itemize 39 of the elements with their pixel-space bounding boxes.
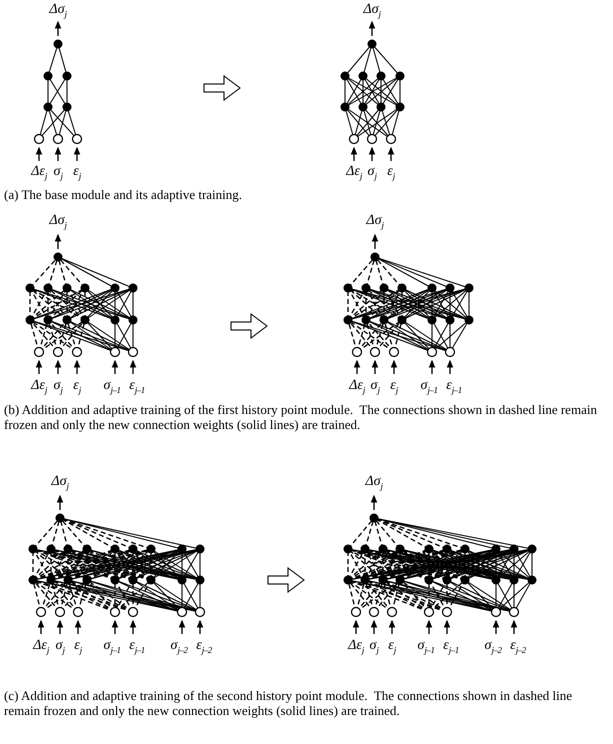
- symbol-label: Δε$_{j}$: [348, 638, 364, 657]
- symbol-label: ε$_{j–1}$: [129, 378, 145, 397]
- symbol-label: σ$_{j–2}$: [170, 638, 188, 657]
- symbol-label: ε$_{j–1}$: [129, 638, 145, 657]
- symbol-label: ε$_{j}$: [73, 164, 81, 183]
- symbol-label: σ$_{j}$: [54, 164, 62, 183]
- symbol-label: Δε$_{j}$: [349, 378, 365, 397]
- symbol-label: ε$_{j–1}$: [443, 638, 459, 657]
- symbol-label: σ$_{j–1}$: [104, 638, 120, 657]
- symbol-label: ε$_{j}$: [73, 378, 81, 397]
- symbol-label: Δε$_{j}$: [33, 638, 49, 657]
- symbol-label: Δε$_{j}$: [31, 378, 47, 397]
- symbol-label: Δε$_{j}$: [31, 164, 47, 183]
- symbol-label: ε$_{j}$: [390, 378, 398, 397]
- symbol-label: Δσ$_{j}$: [363, 2, 381, 21]
- symbol-label: σ$_{j–2}$: [484, 638, 502, 657]
- figure-caption: (a) The base module and its adaptive training.: [4, 187, 244, 202]
- symbol-label: ε$_{j}$: [74, 638, 82, 657]
- symbol-label: σ$_{j–1}$: [420, 378, 438, 397]
- symbol-label: ε$_{j}$: [388, 638, 396, 657]
- symbol-label: σ$_{j–1}$: [418, 638, 434, 657]
- symbol-label: Δσ$_{j}$: [365, 474, 383, 493]
- symbol-label: ε$_{j}$: [387, 164, 395, 183]
- symbol-label: σ$_{j}$: [56, 638, 64, 657]
- symbol-label: ε$_{j–2}$: [510, 638, 526, 657]
- symbol-label: Δσ$_{j}$: [51, 474, 69, 493]
- symbol-label: Δσ$_{j}$: [366, 213, 384, 232]
- symbol-label: Δσ$_{j}$: [49, 213, 67, 232]
- figure-caption: (c) Addition and adaptive training of the second history point module. The connections shown in dashed line remain frozen and only the new connection weights (solid lines) are trained.: [4, 688, 574, 718]
- symbol-label: Δσ$_{j}$: [49, 2, 67, 21]
- symbol-label: σ$_{j}$: [54, 378, 62, 397]
- symbol-label: σ$_{j}$: [368, 164, 376, 183]
- symbol-label: σ$_{j–1}$: [104, 378, 120, 397]
- symbol-label: Δε$_{j}$: [346, 164, 362, 183]
- symbol-label: ε$_{j–1}$: [446, 378, 462, 397]
- symbol-label: ε$_{j–2}$: [196, 638, 212, 657]
- symbol-label: σ$_{j}$: [370, 378, 380, 397]
- symbol-label: σ$_{j}$: [370, 638, 378, 657]
- figure-caption: (b) Addition and adaptive training of the first history point module. The connections shown in dashed line remain frozen and only the new connection weights (solid lines) are trained.: [4, 402, 598, 432]
